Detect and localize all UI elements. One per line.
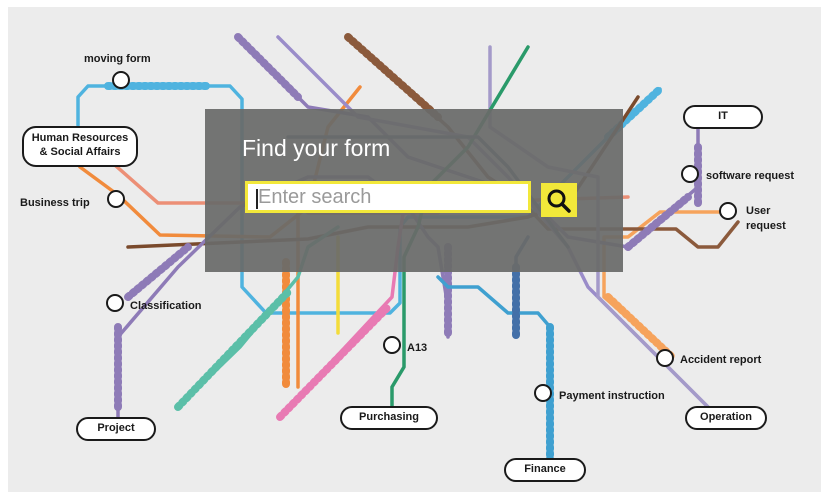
terminal-finance[interactable]: Finance — [504, 458, 586, 482]
search-button[interactable] — [541, 183, 577, 217]
station-moving-form[interactable] — [112, 71, 130, 89]
line-teal-ticks — [174, 288, 292, 411]
station-label-accident-report: Accident report — [680, 354, 762, 366]
station-label-business-trip: Business trip — [20, 197, 90, 209]
station-payment-instruction[interactable] — [534, 384, 552, 402]
station-user-request[interactable] — [719, 202, 737, 220]
metro-map-background: Find your form moving form Business trip… — [8, 7, 821, 492]
station-label-software-request: software request — [706, 170, 795, 182]
page-title: Find your form — [242, 135, 391, 161]
text-cursor — [256, 189, 258, 209]
terminal-human-resources[interactable]: Human Resources & Social Affairs — [22, 126, 138, 167]
station-label-a13: A13 — [407, 342, 428, 354]
station-accident-report[interactable] — [656, 349, 674, 367]
station-classification[interactable] — [106, 294, 124, 312]
line-orange-2-ticks — [604, 293, 676, 361]
terminal-project[interactable]: Project — [76, 417, 156, 441]
station-software-request[interactable] — [681, 165, 699, 183]
search-input[interactable] — [245, 181, 531, 213]
terminal-purchasing[interactable]: Purchasing — [340, 406, 438, 430]
station-label-classification: Classification — [130, 300, 202, 312]
terminal-it[interactable]: IT — [683, 105, 763, 129]
station-a13[interactable] — [383, 336, 401, 354]
terminal-operation[interactable]: Operation — [685, 406, 767, 430]
line-blue — [436, 275, 552, 471]
line-pink-ticks — [276, 303, 392, 421]
search-panel: Find your form — [205, 109, 623, 272]
station-label-user-request: User request — [746, 205, 786, 232]
line-brown-ticks — [344, 33, 442, 121]
line-purple-1-ticks-2 — [124, 243, 192, 301]
line-purple-2-ticks — [234, 33, 302, 101]
line-purple-2-ticks-3 — [624, 193, 692, 251]
station-label-payment-instruction: Payment instruction — [559, 390, 665, 402]
station-label-moving-form: moving form — [84, 53, 151, 65]
station-business-trip[interactable] — [107, 190, 125, 208]
